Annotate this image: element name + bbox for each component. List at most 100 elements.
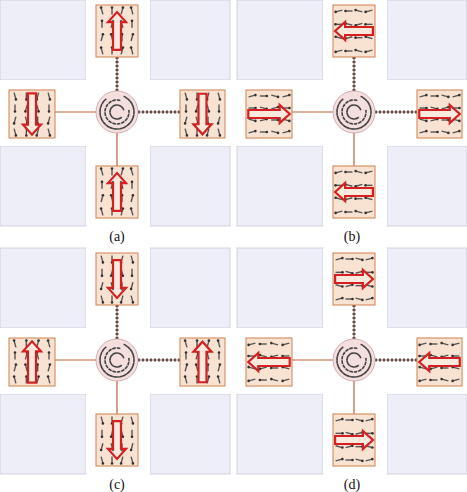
wire bbox=[116, 381, 117, 414]
wire bbox=[353, 133, 354, 166]
wire-texture bbox=[116, 57, 119, 91]
nanomagnet bbox=[180, 338, 225, 386]
substrate-square bbox=[150, 394, 230, 474]
vortex-disk bbox=[333, 339, 375, 381]
nanomagnet bbox=[96, 5, 138, 57]
magnetization-arrow bbox=[419, 105, 460, 123]
vortex-swirl bbox=[100, 344, 134, 377]
magnetization-arrow bbox=[248, 353, 289, 371]
vortex-swirl bbox=[337, 344, 371, 377]
magnetization-arrow bbox=[335, 22, 373, 40]
wire bbox=[292, 111, 333, 112]
wire bbox=[138, 111, 180, 112]
magnetization-arrow bbox=[419, 353, 460, 371]
vortex-disk bbox=[333, 91, 375, 133]
wire bbox=[116, 133, 117, 166]
wire bbox=[116, 305, 117, 339]
magnetization-arrow bbox=[335, 270, 373, 288]
magnetization-arrow bbox=[194, 342, 212, 383]
vortex-swirl bbox=[347, 353, 361, 367]
channel bbox=[237, 80, 467, 146]
substrate-square bbox=[0, 394, 86, 474]
substrate-square bbox=[150, 146, 230, 226]
magnetization-arrow bbox=[108, 173, 126, 211]
wire-texture bbox=[116, 305, 119, 339]
wire bbox=[353, 381, 354, 414]
magnetization-arrow bbox=[335, 183, 373, 201]
nanomagnet bbox=[246, 90, 292, 138]
magnetization-arrow bbox=[248, 105, 289, 123]
substrate-square bbox=[387, 146, 467, 226]
nanomagnet bbox=[96, 414, 138, 466]
substrate-square bbox=[0, 146, 86, 226]
vortex-swirl bbox=[100, 96, 134, 129]
substrate-square bbox=[237, 394, 323, 474]
panel-label: (d) bbox=[342, 477, 362, 492]
substrate-square bbox=[0, 0, 86, 80]
wire bbox=[138, 359, 180, 360]
vortex-disk bbox=[96, 339, 138, 381]
wire-texture bbox=[353, 305, 356, 339]
panel-label: (a) bbox=[107, 229, 127, 245]
vortex-swirl bbox=[110, 105, 124, 119]
vortex-swirl bbox=[342, 348, 366, 372]
wire-texture bbox=[375, 111, 417, 114]
nanomagnet bbox=[333, 5, 375, 57]
magnetization-arrow bbox=[108, 260, 126, 298]
magnetization-arrow bbox=[335, 431, 373, 449]
wire bbox=[375, 359, 417, 360]
magnetization-arrow bbox=[194, 94, 212, 135]
wire-texture bbox=[138, 111, 180, 114]
substrate-square bbox=[387, 248, 467, 328]
magnetization-arrow bbox=[108, 12, 126, 50]
panel bbox=[237, 0, 467, 226]
substrate-square bbox=[150, 248, 230, 328]
nanomagnet bbox=[96, 166, 138, 218]
substrate-square bbox=[237, 0, 323, 80]
substrate-square bbox=[150, 0, 230, 80]
channel bbox=[0, 80, 230, 146]
nanomagnet bbox=[417, 90, 462, 138]
nanomagnet bbox=[96, 253, 138, 305]
panel bbox=[237, 248, 467, 474]
substrate-square bbox=[0, 248, 86, 328]
vortex-swirl bbox=[342, 100, 366, 124]
vortex-swirl bbox=[105, 100, 129, 124]
wire bbox=[353, 57, 354, 91]
substrate-square bbox=[237, 248, 323, 328]
nanomagnet bbox=[9, 90, 55, 138]
panel bbox=[0, 248, 230, 474]
nanomagnet bbox=[333, 166, 375, 218]
magnetization-arrow bbox=[108, 421, 126, 459]
nanomagnet bbox=[333, 414, 375, 466]
vortex-swirl bbox=[110, 353, 124, 367]
nanomagnet bbox=[9, 338, 55, 386]
wire-texture bbox=[353, 57, 356, 91]
wire bbox=[55, 111, 96, 112]
panel-label: (b) bbox=[342, 229, 362, 245]
substrate-square bbox=[237, 146, 323, 226]
wire bbox=[55, 359, 96, 360]
magnetization-arrow bbox=[23, 93, 41, 134]
vortex-disk bbox=[96, 91, 138, 133]
vortex-swirl bbox=[347, 105, 361, 119]
wire bbox=[292, 359, 333, 360]
vortex-swirl bbox=[337, 96, 371, 129]
nanomagnet bbox=[417, 338, 462, 386]
wire bbox=[116, 57, 117, 91]
channel bbox=[0, 328, 230, 394]
vortex-swirl bbox=[105, 348, 129, 372]
wire-texture bbox=[138, 359, 180, 362]
magnetization-arrow bbox=[23, 341, 41, 382]
channel bbox=[237, 328, 467, 394]
wire-texture bbox=[375, 359, 417, 362]
wire bbox=[353, 305, 354, 339]
nanomagnet bbox=[180, 90, 225, 138]
nanomagnet bbox=[333, 253, 375, 305]
panel-label: (c) bbox=[107, 477, 127, 492]
substrate-square bbox=[387, 394, 467, 474]
panel bbox=[0, 0, 230, 226]
wire bbox=[375, 111, 417, 112]
